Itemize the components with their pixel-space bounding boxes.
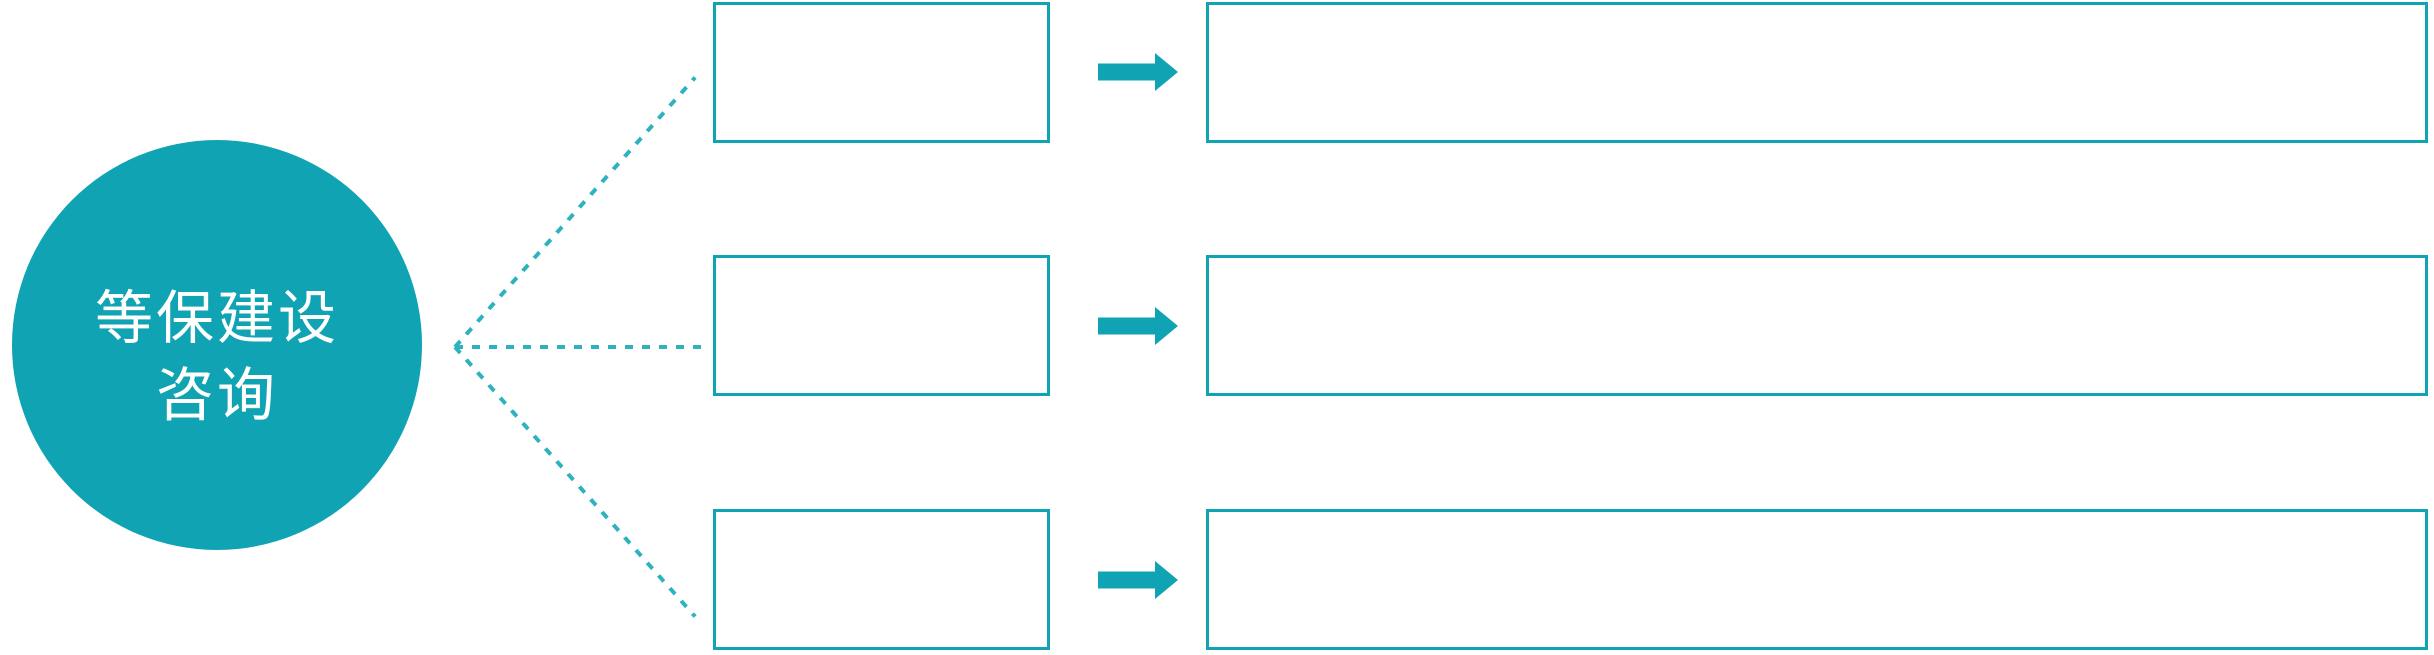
arrow-right-icon-3 (1098, 560, 1178, 600)
root-node-label-line1: 等保建设 (94, 286, 339, 351)
detail-box-1 (1206, 2, 2428, 143)
root-node-label-line2: 咨询 (155, 363, 278, 428)
dotted-connector-top (453, 76, 697, 349)
arrow-right-icon-2 (1098, 306, 1178, 346)
detail-box-2 (1206, 255, 2428, 396)
detail-box-3 (1206, 509, 2428, 650)
root-node-label: 等保建设咨询 (95, 280, 339, 434)
branch-box-1 (713, 2, 1050, 143)
branch-box-2 (713, 255, 1050, 396)
dotted-connector-middle (455, 345, 702, 349)
root-node-circle: 等保建设咨询 (12, 140, 422, 550)
dotted-connector-bottom (453, 345, 697, 618)
branch-box-3 (713, 509, 1050, 650)
arrow-right-icon-1 (1098, 52, 1178, 92)
